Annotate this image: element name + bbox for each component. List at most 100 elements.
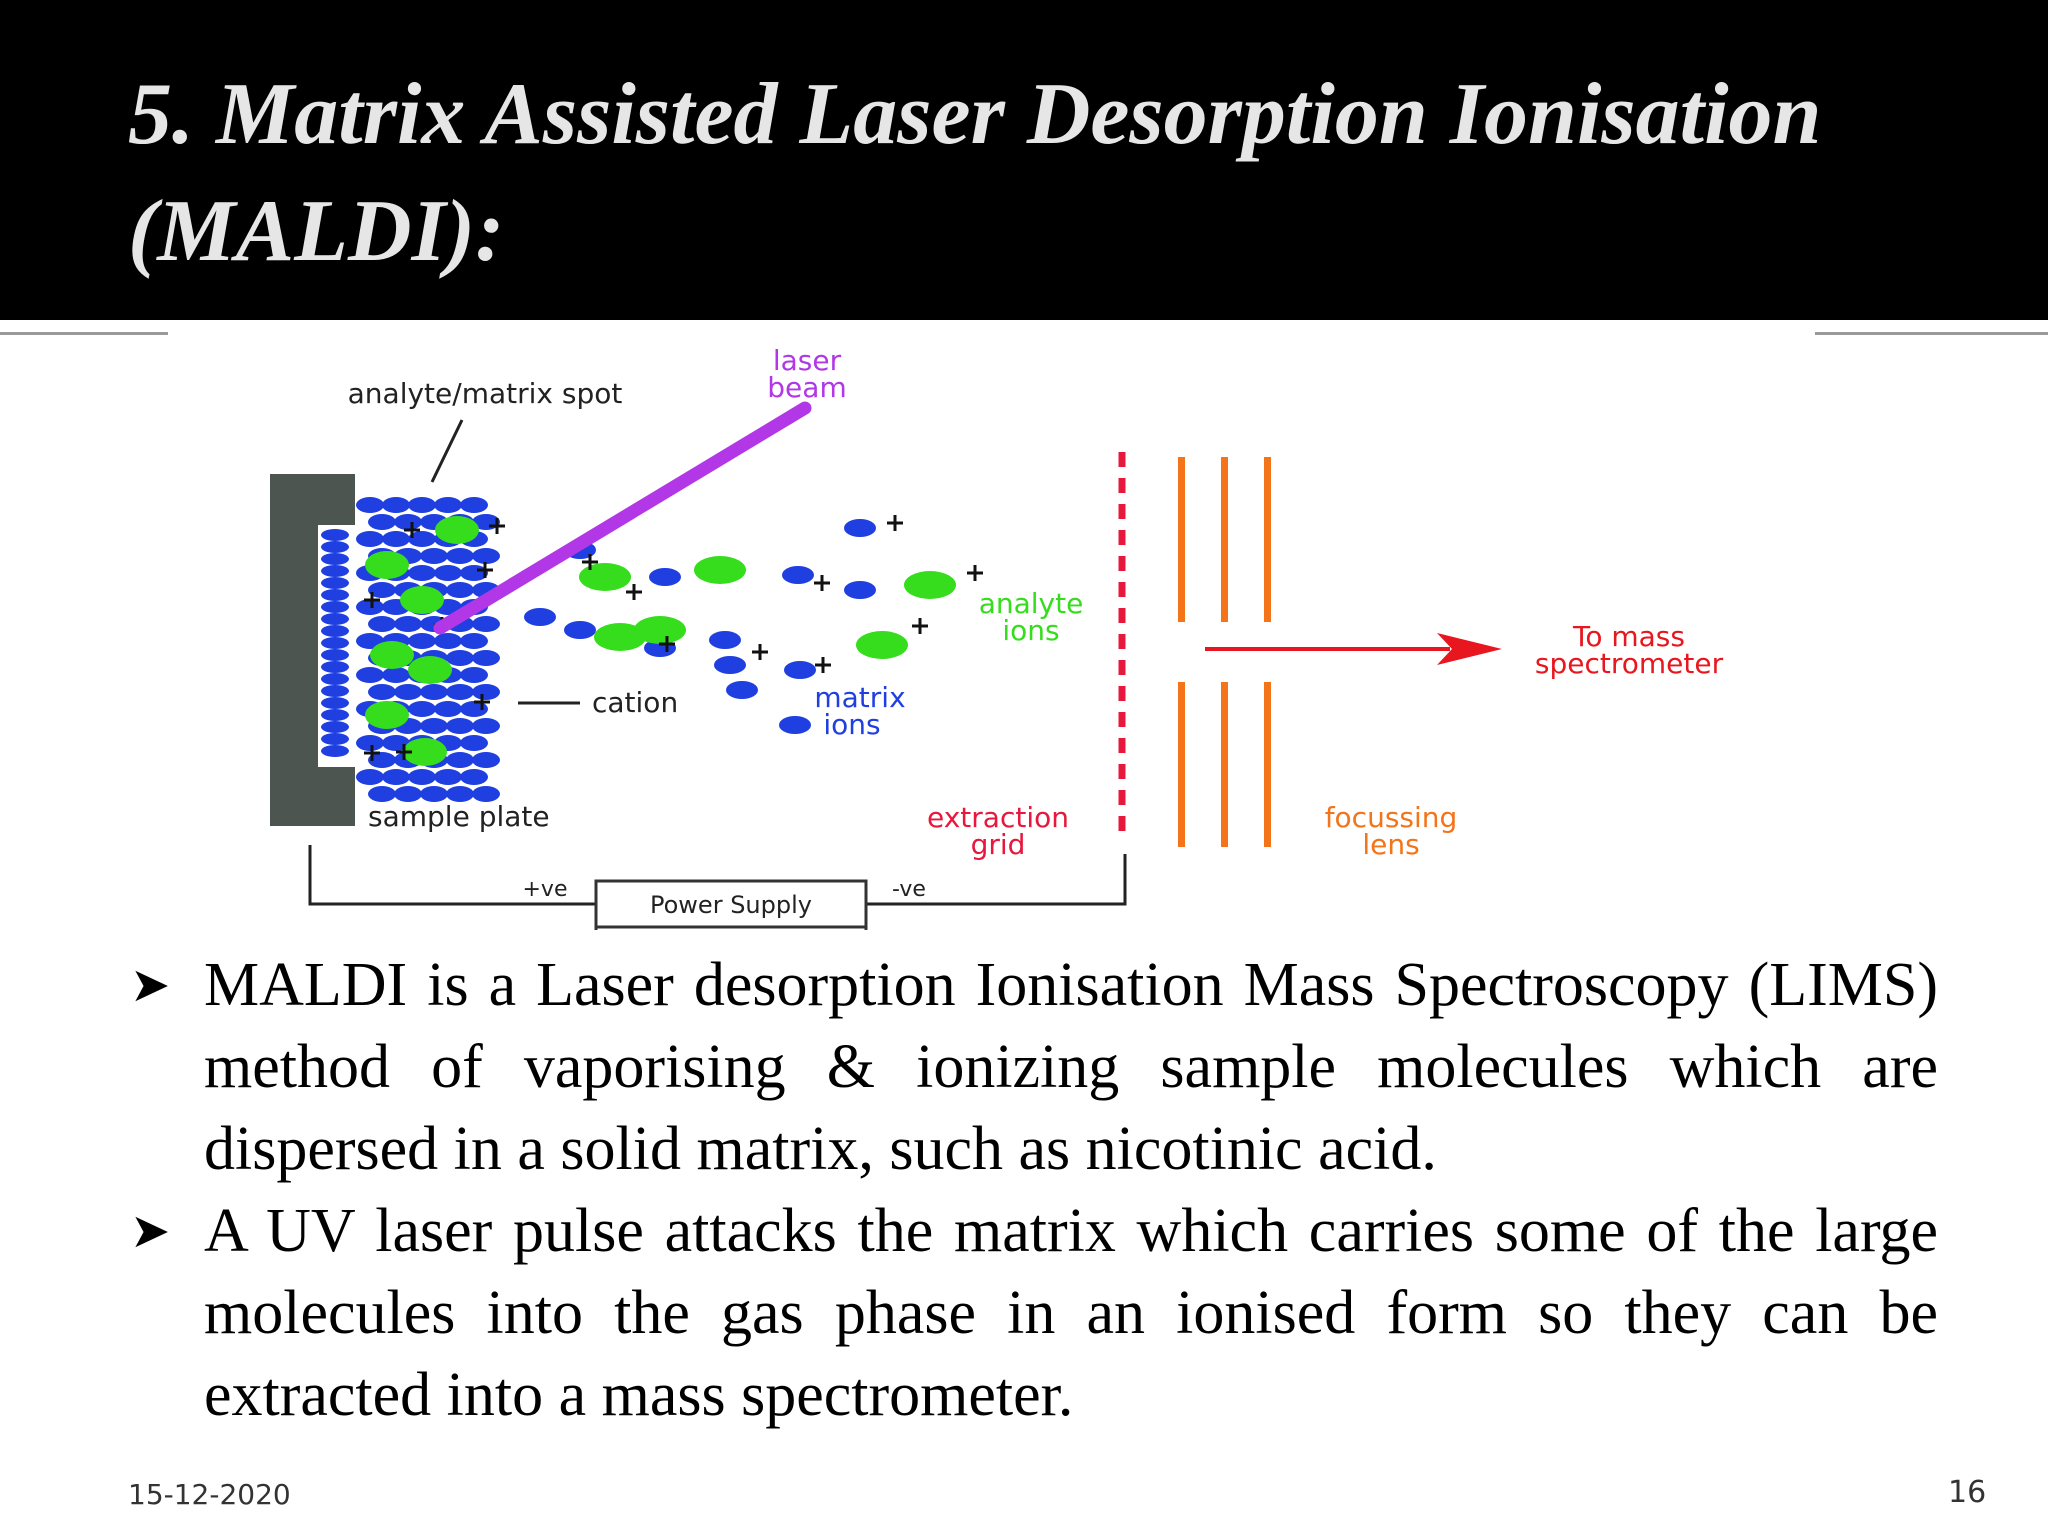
matrix-molecule bbox=[356, 667, 384, 683]
label-extraction-grid-line1: extraction bbox=[927, 801, 1069, 834]
label-laser-beam-line2: beam bbox=[767, 371, 846, 404]
matrix-molecule bbox=[382, 667, 410, 683]
matrix-molecule bbox=[394, 616, 422, 632]
analyte-molecule bbox=[365, 551, 409, 579]
matrix-molecule bbox=[382, 531, 410, 547]
label-power-supply: Power Supply bbox=[650, 891, 812, 919]
matrix-molecule bbox=[394, 514, 422, 530]
label-minus-ve: -ve bbox=[892, 877, 926, 902]
matrix-molecule bbox=[434, 565, 462, 581]
circuit-wire-right bbox=[866, 854, 1127, 906]
analyte-ion bbox=[694, 556, 746, 584]
matrix-molecule bbox=[420, 684, 448, 700]
lens-bar-bottom-2 bbox=[1221, 682, 1228, 847]
arrow-head bbox=[1437, 633, 1502, 665]
matrix-molecule bbox=[382, 497, 410, 513]
matrix-molecule bbox=[321, 565, 349, 577]
plus-charge bbox=[364, 745, 380, 761]
plus-charge bbox=[967, 565, 983, 581]
matrix-molecule bbox=[460, 667, 488, 683]
matrix-molecule bbox=[472, 616, 500, 632]
label-to-mass-line2: spectrometer bbox=[1535, 647, 1724, 680]
matrix-molecule bbox=[321, 577, 349, 589]
matrix-molecule bbox=[446, 582, 474, 598]
matrix-molecule bbox=[460, 633, 488, 649]
matrix-molecule bbox=[356, 769, 384, 785]
matrix-molecule bbox=[321, 589, 349, 601]
matrix-molecule bbox=[368, 786, 396, 802]
arrow-bullet-icon: ➤ bbox=[130, 957, 171, 1013]
matrix-molecule bbox=[420, 718, 448, 734]
plus-charge bbox=[396, 744, 412, 760]
lens-bar-bottom-3 bbox=[1264, 682, 1271, 847]
matrix-molecule bbox=[368, 514, 396, 530]
matrix-molecule bbox=[446, 786, 474, 802]
analyte-ion bbox=[856, 631, 908, 659]
matrix-molecule bbox=[472, 548, 500, 564]
title-bar: 5. Matrix Assisted Laser Desorption Ioni… bbox=[0, 0, 2048, 320]
matrix-molecule bbox=[356, 599, 384, 615]
label-matrix-ions-line1: matrix bbox=[814, 681, 905, 714]
slide-title: 5. Matrix Assisted Laser Desorption Ioni… bbox=[128, 66, 1822, 280]
matrix-molecule bbox=[446, 718, 474, 734]
matrix-ion bbox=[784, 661, 816, 679]
matrix-molecule bbox=[408, 565, 436, 581]
matrix-molecule bbox=[460, 769, 488, 785]
lens-bar-top-2 bbox=[1221, 457, 1228, 622]
label-analyte-ions-line1: analyte bbox=[979, 587, 1084, 620]
matrix-molecule bbox=[321, 637, 349, 649]
matrix-molecule bbox=[434, 633, 462, 649]
matrix-molecule bbox=[394, 684, 422, 700]
lens-bar-bottom-1 bbox=[1178, 682, 1185, 847]
bullet-text-1: MALDI is a Laser desorption Ionisation M… bbox=[204, 951, 1938, 1183]
divider-right bbox=[1814, 332, 2048, 335]
matrix-molecule bbox=[321, 673, 349, 685]
analyte-ion bbox=[904, 571, 956, 599]
divider-left bbox=[0, 332, 168, 335]
label-extraction-grid-line2: grid bbox=[971, 828, 1026, 861]
matrix-molecule bbox=[420, 786, 448, 802]
matrix-ion bbox=[782, 566, 814, 584]
matrix-ion bbox=[524, 608, 556, 626]
matrix-molecule bbox=[321, 697, 349, 709]
matrix-molecule bbox=[321, 529, 349, 541]
matrix-ion bbox=[649, 568, 681, 586]
spot-pointer-line bbox=[430, 419, 464, 483]
bullet-text-2: A UV laser pulse attacks the matrix whic… bbox=[204, 1197, 1938, 1429]
matrix-molecule bbox=[321, 745, 349, 757]
bullet-list: ➤ MALDI is a Laser desorption Ionisation… bbox=[130, 944, 1938, 1436]
matrix-molecule bbox=[408, 701, 436, 717]
plus-charge bbox=[887, 515, 903, 531]
matrix-molecule bbox=[368, 582, 396, 598]
matrix-molecule bbox=[472, 786, 500, 802]
matrix-molecule bbox=[472, 718, 500, 734]
matrix-molecule bbox=[321, 625, 349, 637]
label-cation: cation bbox=[592, 686, 678, 719]
matrix-ion bbox=[564, 621, 596, 639]
matrix-ion bbox=[844, 581, 876, 599]
plus-charge bbox=[752, 644, 768, 660]
matrix-ion bbox=[844, 519, 876, 537]
matrix-molecule bbox=[356, 735, 384, 751]
matrix-molecule bbox=[420, 548, 448, 564]
analyte-molecule bbox=[408, 656, 452, 684]
power-supply-box bbox=[594, 879, 868, 929]
label-laser-beam-line1: laser bbox=[773, 344, 842, 377]
plus-charge bbox=[474, 694, 490, 710]
analyte-molecule bbox=[400, 586, 444, 614]
matrix-molecule bbox=[321, 613, 349, 625]
matrix-molecule bbox=[321, 553, 349, 565]
plus-charge bbox=[404, 522, 420, 538]
matrix-molecule bbox=[434, 701, 462, 717]
plus-charge bbox=[477, 562, 493, 578]
matrix-molecule bbox=[472, 752, 500, 768]
matrix-molecule bbox=[382, 769, 410, 785]
label-to-mass-line1: To mass bbox=[1572, 620, 1685, 653]
focusing-lens bbox=[1178, 457, 1271, 847]
sample-plate bbox=[270, 474, 355, 826]
slide-date: 15-12-2020 bbox=[128, 1478, 291, 1511]
label-analyte-ions-line2: ions bbox=[1002, 614, 1059, 647]
analyte-molecule bbox=[370, 641, 414, 669]
analyte-molecule bbox=[365, 701, 409, 729]
slide-page-number: 16 bbox=[1948, 1475, 1987, 1510]
